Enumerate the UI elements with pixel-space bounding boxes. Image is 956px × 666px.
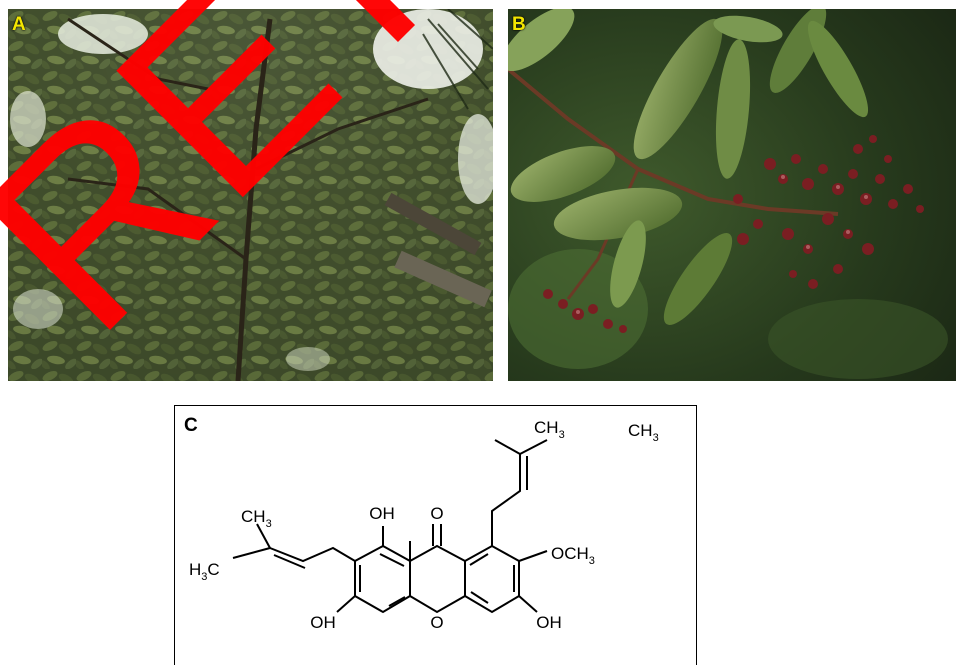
molecule-bonds: [232, 439, 548, 614]
label-ketone-o: O: [430, 504, 443, 523]
photo-tree-canopy: A: [8, 9, 493, 381]
label-h3c-left: H3C: [189, 560, 220, 583]
label-och3: OCH3: [551, 544, 595, 567]
label-oh-top: OH: [369, 504, 395, 523]
panel-label-b: B: [512, 14, 526, 35]
label-oh-bottom-left: OH: [310, 613, 336, 632]
photo-flowering-branch: B: [508, 9, 956, 381]
label-oh-bottom-right: OH: [536, 613, 562, 632]
label-ch3-top-left: CH3: [534, 418, 565, 441]
label-ring-o: O: [430, 613, 443, 632]
xanthone-structure-diagram: OH O O OH OH OCH3 CH3 H3C CH3 CH3: [189, 418, 659, 632]
label-ch3-left: CH3: [241, 507, 272, 530]
panel-label-a: A: [12, 14, 26, 35]
chemical-structure-panel: C: [174, 405, 697, 665]
flowering-branch-image: [508, 9, 956, 381]
tree-canopy-image: [8, 9, 493, 381]
label-ch3-top-right: CH3: [628, 421, 659, 444]
panel-label-c: C: [184, 415, 198, 436]
